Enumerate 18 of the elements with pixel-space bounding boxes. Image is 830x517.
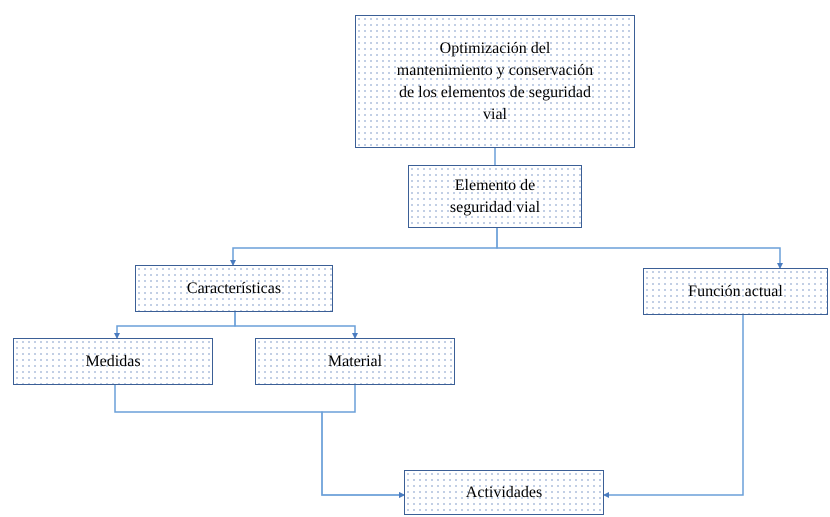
process-box [643,268,828,315]
box-label: Elemento de seguridad vial [448,176,542,218]
connector-arrow [603,315,744,498]
box-label: Material [328,352,382,372]
process-box [408,165,582,228]
process-box [355,15,635,148]
box-label: Optimización del mantenimiento y conservación de los elementos de seguridad vial [396,38,594,124]
box-label: Características [186,278,282,298]
box-label: Actividades [466,482,542,502]
process-box [404,470,604,515]
process-box [255,338,455,385]
connector-arrow [321,385,405,498]
box-label: Medidas [85,352,141,372]
process-box [135,265,333,312]
connector-arrow [234,312,358,339]
process-box [13,338,213,385]
connector-arrow [496,228,783,269]
box-label: Función actual [688,282,783,302]
